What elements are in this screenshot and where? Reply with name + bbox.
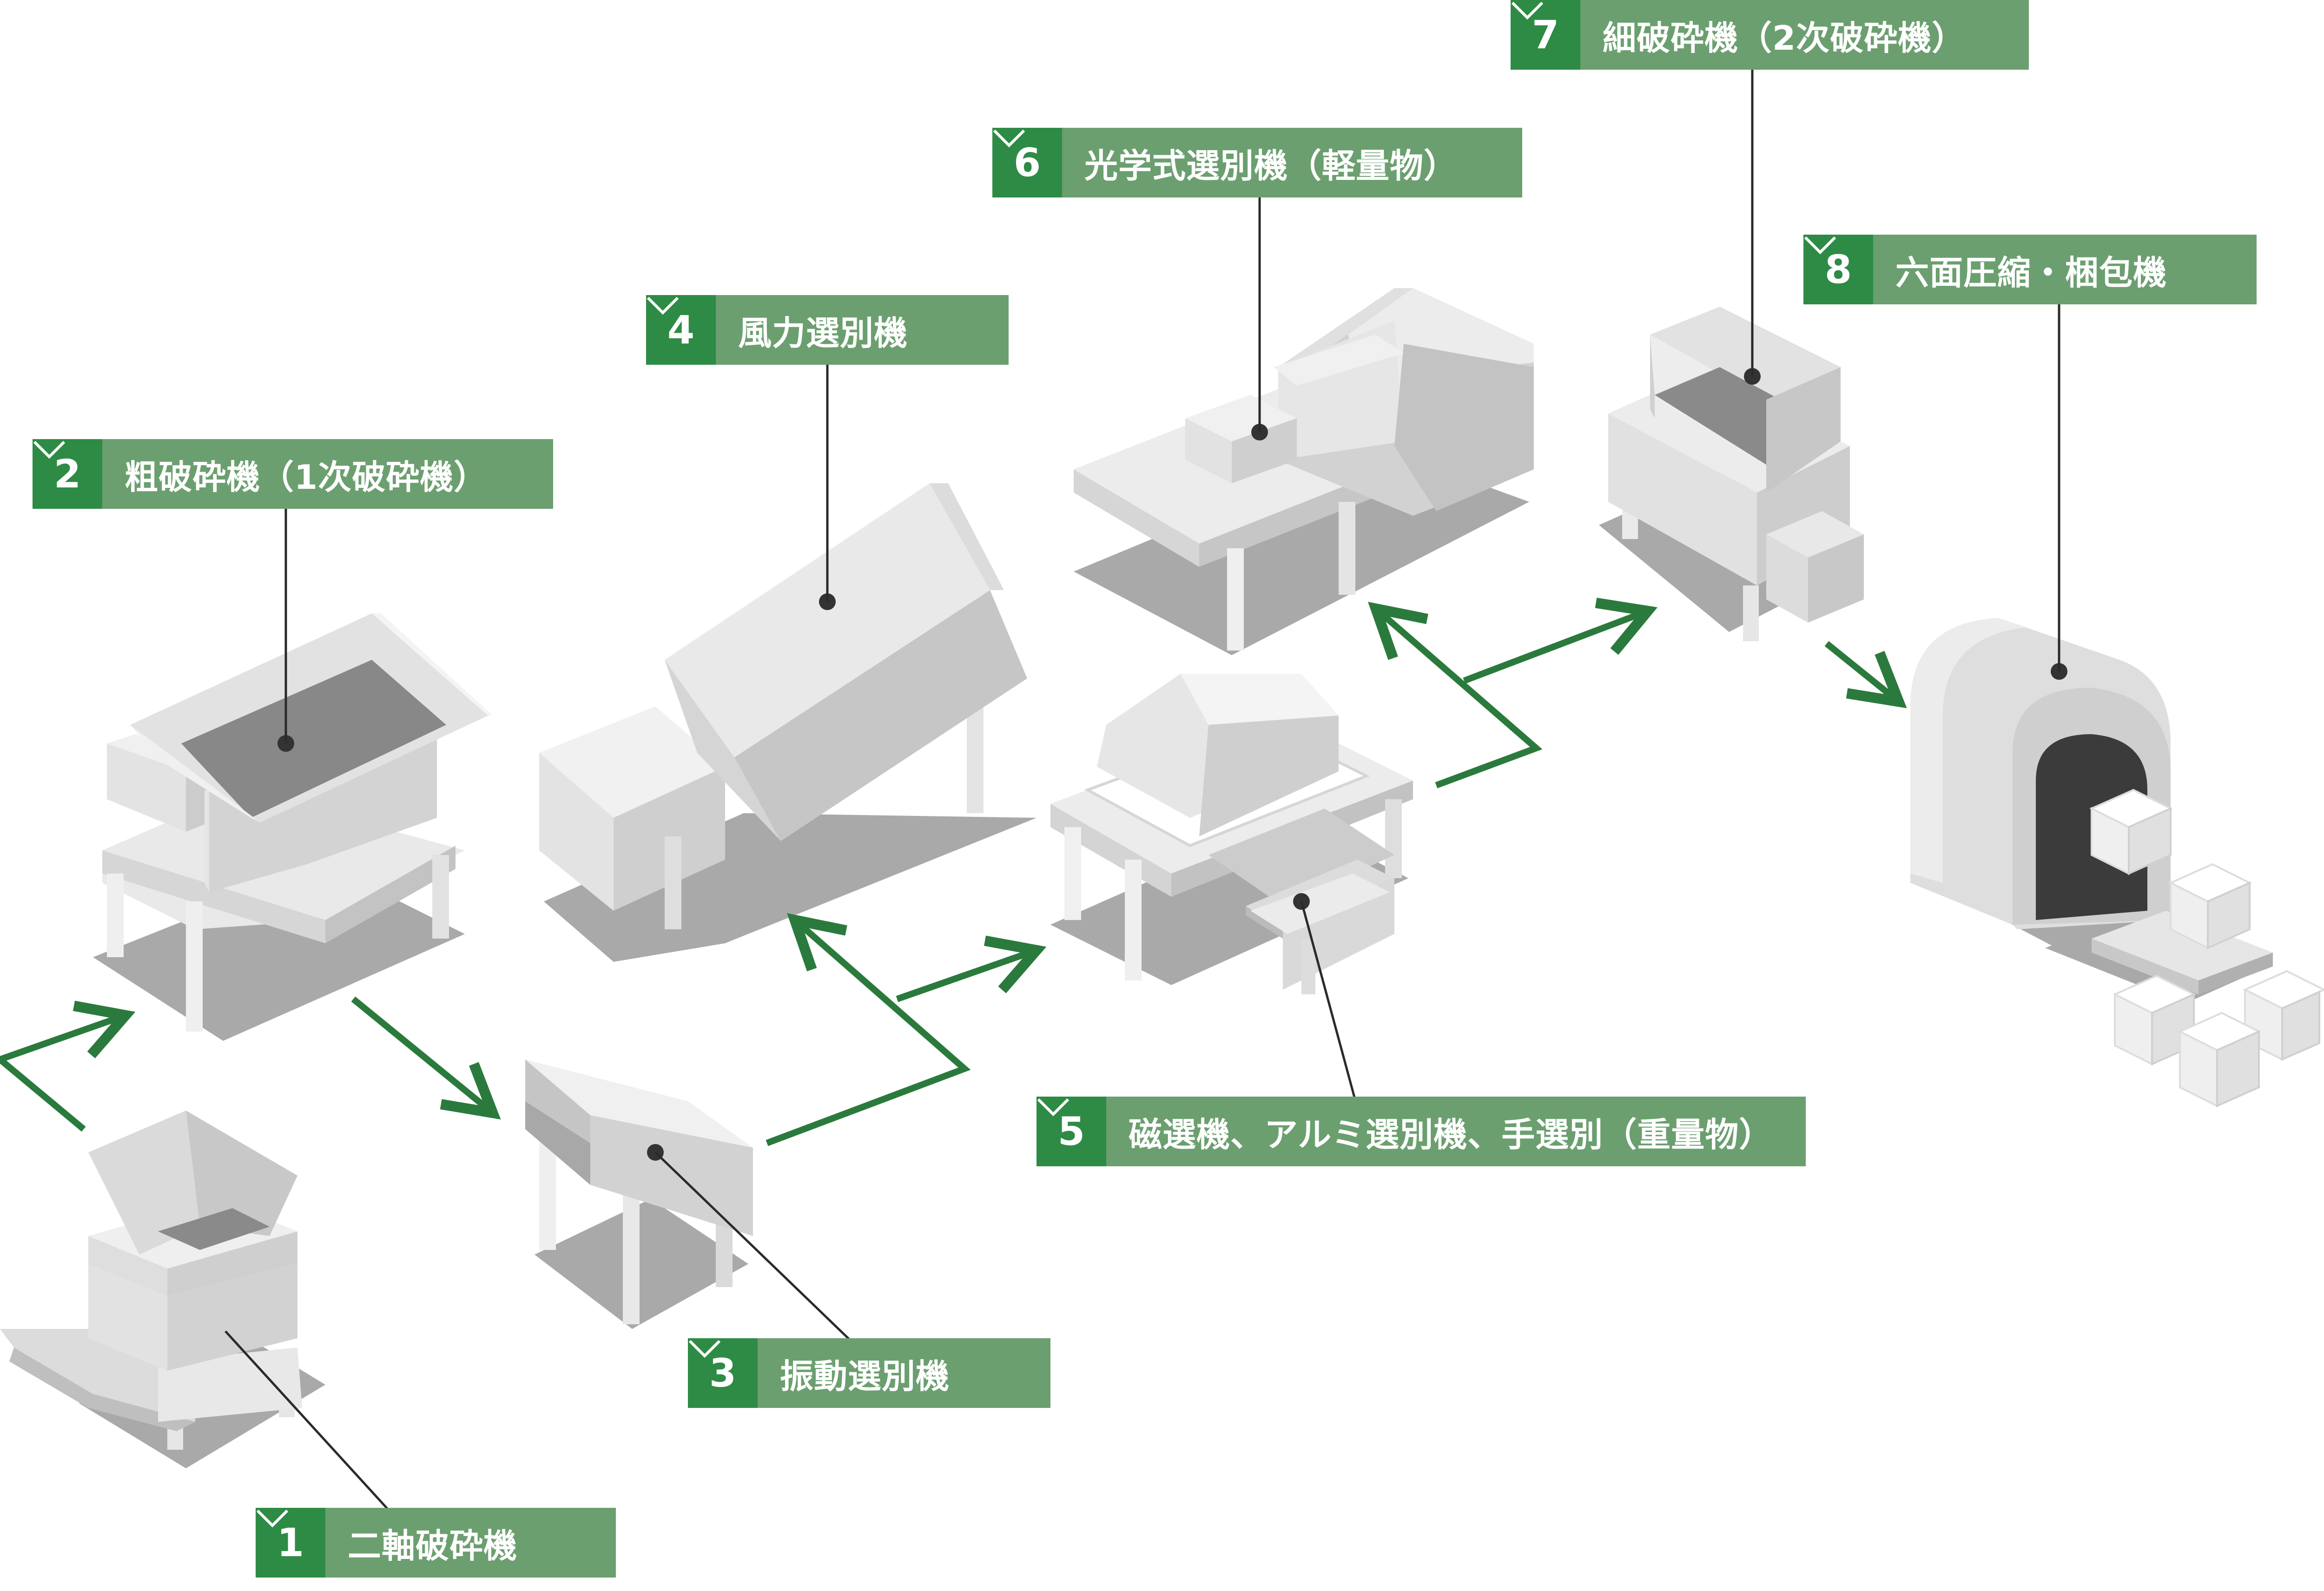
flow-arrow-7-to-8 (1824, 641, 1907, 709)
step-label-text: 振動選別機 (780, 1356, 950, 1396)
machine-8-baler (1910, 618, 2324, 1108)
step-label-8[interactable]: 8 六面圧縮・梱包機 (1803, 235, 2257, 304)
step-label-1[interactable]: 1 二軸破砕機 (256, 1508, 616, 1578)
flow-arrow-3-to-4 (766, 913, 971, 1146)
machine-7-secondary-crusher (1599, 307, 1864, 641)
step-number: 6 (992, 128, 1062, 197)
machine-6-optical-sorter (1074, 288, 1534, 655)
step-label-4[interactable]: 4 風力選別機 (646, 295, 1009, 365)
step-label-text: 光学式選別機（軽量物） (1084, 146, 1458, 185)
bale-cubes (2089, 789, 2324, 1108)
leader-line-5 (1300, 901, 1356, 1099)
chevron-down-icon (256, 1509, 289, 1528)
machine-2-primary-crusher (93, 613, 493, 1041)
flow-arrow-1-to-2 (0, 1000, 136, 1132)
chevron-down-icon (1804, 236, 1836, 255)
chevron-down-icon (1037, 1098, 1070, 1117)
step-number: 2 (33, 439, 102, 509)
step-label-6[interactable]: 6 光学式選別機（軽量物） (992, 128, 1522, 197)
flow-arrow-6-to-7 (1463, 598, 1658, 684)
chevron-down-icon (647, 296, 679, 315)
leader-line-1 (224, 1330, 396, 1518)
step-number: 1 (256, 1508, 325, 1578)
flow-arrow-5-to-6 (1367, 602, 1543, 789)
chevron-down-icon (1511, 1, 1544, 20)
machine-4-air-classifier (539, 483, 1037, 962)
step-label-text: 二軸破砕機 (348, 1526, 518, 1565)
step-label-text: 風力選別機 (738, 313, 908, 353)
step-label-text: 粗破砕機（1次破砕機） (125, 457, 488, 497)
chevron-down-icon (688, 1340, 721, 1358)
step-label-text: 細破砕機（2次破砕機） (1603, 18, 1966, 58)
leader-lines (224, 67, 2060, 1518)
step-label-2[interactable]: 2 粗破砕機（1次破砕機） (33, 439, 553, 509)
step-label-7[interactable]: 7 細破砕機（2次破砕機） (1511, 0, 2029, 70)
machine-1-twin-shaft-shredder (0, 1111, 325, 1468)
step-label-text: 六面圧縮・梱包機 (1895, 253, 2167, 292)
step-label-text: 磁選機、アルミ選別機、手選別（重量物） (1129, 1115, 1773, 1154)
step-number: 7 (1511, 0, 1580, 70)
step-label-3[interactable]: 3 振動選別機 (688, 1338, 1050, 1408)
chevron-down-icon (33, 440, 66, 459)
flow-arrow-2-to-3 (351, 996, 501, 1120)
machine-5-magnetic-separator (1050, 674, 1413, 994)
flow-arrows (0, 598, 1907, 1146)
flow-arrow-4-to-5 (896, 935, 1047, 1002)
leader-line-3 (654, 1151, 852, 1341)
machine-3-vibrating-screen (525, 1059, 753, 1329)
chevron-down-icon (993, 129, 1025, 148)
step-label-5[interactable]: 5 磁選機、アルミ選別機、手選別（重量物） (1037, 1097, 1806, 1166)
